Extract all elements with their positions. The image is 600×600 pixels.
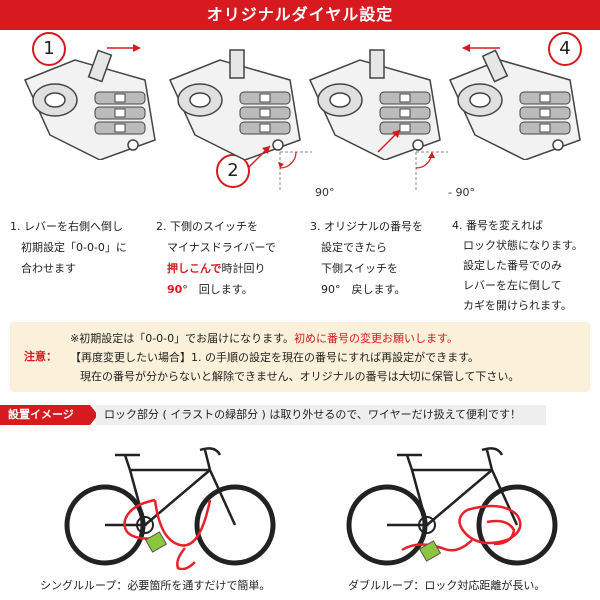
note-line-1-highlight: 初めに番号の変更お願いします。 bbox=[294, 332, 458, 345]
arrow-step-2 bbox=[247, 145, 271, 169]
step-text-2: 2. 下側のスイッチを マイナスドライバーで 押しこんで時計回り 90° 回しま… bbox=[156, 216, 276, 300]
arrow-step-3 bbox=[377, 129, 401, 153]
note-line-3: 現在の番号が分からないと解除できません、オリジナルの番号は大切に保管して下さい。 bbox=[80, 370, 520, 383]
step-3-line: 90° 戻します。 bbox=[321, 283, 406, 296]
step-1-line: 1. レバーを右側へ倒し bbox=[10, 220, 123, 233]
lock-illustration-2 bbox=[168, 49, 301, 160]
step-4-line: レバーを左に倒して bbox=[463, 279, 562, 292]
lock-illustration-1 bbox=[23, 44, 156, 160]
note-line-1-text: ※初期設定は「0-0-0」でお届けになります。 bbox=[70, 332, 295, 345]
step-4-line: ロック状態になります。 bbox=[463, 239, 583, 252]
lock-body-green bbox=[144, 531, 168, 553]
step-1-line: 合わせます bbox=[21, 262, 76, 275]
install-description: ロック部分 ( イラストの緑部分 ) は取り外せるので、ワイヤーだけ扱えて便利で… bbox=[96, 405, 546, 425]
step-3-line: 設定できたら bbox=[321, 241, 387, 254]
step-text-3: 3. オリジナルの番号を 設定できたら 下側スイッチを 90° 戻します。 bbox=[310, 216, 423, 300]
angle-label-minus-90: - 90° bbox=[448, 186, 475, 199]
note-label: 注意： bbox=[24, 350, 57, 363]
step-text-4: 4. 番号を変えれば ロック状態になります。 設定した番号でのみ レバーを左に倒… bbox=[452, 216, 583, 316]
step-4-line: 設定した番号でのみ bbox=[463, 259, 562, 272]
lock-illustration-3 bbox=[308, 49, 441, 160]
step-2-line: マイナスドライバーで bbox=[167, 241, 276, 254]
rotation-diagram-minus-90 bbox=[415, 151, 448, 192]
bicycle-single-loop bbox=[64, 447, 276, 570]
step-1-line: 初期設定「0-0-0」に bbox=[21, 241, 127, 254]
note-line-2: 【再度変更したい場合】1. の手順の設定を現在の番号にすれば再設定ができます。 bbox=[70, 351, 479, 364]
step-4-line: カギを開けられます。 bbox=[463, 299, 572, 312]
caption-single-loop: シングルループ：必要箇所を通すだけで簡単。 bbox=[40, 579, 271, 592]
angle-label-90: 90° bbox=[315, 186, 335, 199]
step-4-line: 4. 番号を変えれば bbox=[452, 219, 543, 232]
step-number-4: 4 bbox=[548, 32, 582, 66]
install-image-tag: 設置イメージ bbox=[0, 405, 98, 425]
caption-double-loop: ダブルループ：ロック対応距離が長い。 bbox=[348, 579, 546, 592]
step-2-line: 2. 下側のスイッチを bbox=[156, 220, 258, 233]
step-3-line: 下側スイッチを bbox=[321, 262, 398, 275]
note-line-1: ※初期設定は「0-0-0」でお届けになります。初めに番号の変更お願いします。 bbox=[70, 330, 458, 346]
lock-body-green bbox=[418, 540, 442, 562]
step-text-1: 1. レバーを右側へ倒し 初期設定「0-0-0」に 合わせます bbox=[10, 216, 127, 279]
step-number-2: 2 bbox=[216, 154, 250, 188]
page-title: オリジナルダイヤル設定 bbox=[0, 0, 600, 30]
rotation-diagram-90 bbox=[278, 151, 312, 192]
note-box: 注意： ※初期設定は「0-0-0」でお届けになります。初めに番号の変更お願いしま… bbox=[10, 322, 590, 392]
step-2-line: 90° 回します。 bbox=[167, 283, 253, 296]
lock-illustration-4 bbox=[448, 44, 581, 160]
bicycle-double-loop bbox=[346, 447, 558, 566]
step-2-line: 押しこんで時計回り bbox=[167, 262, 266, 275]
step-number-1: 1 bbox=[32, 32, 66, 66]
step-3-line: 3. オリジナルの番号を bbox=[310, 220, 423, 233]
